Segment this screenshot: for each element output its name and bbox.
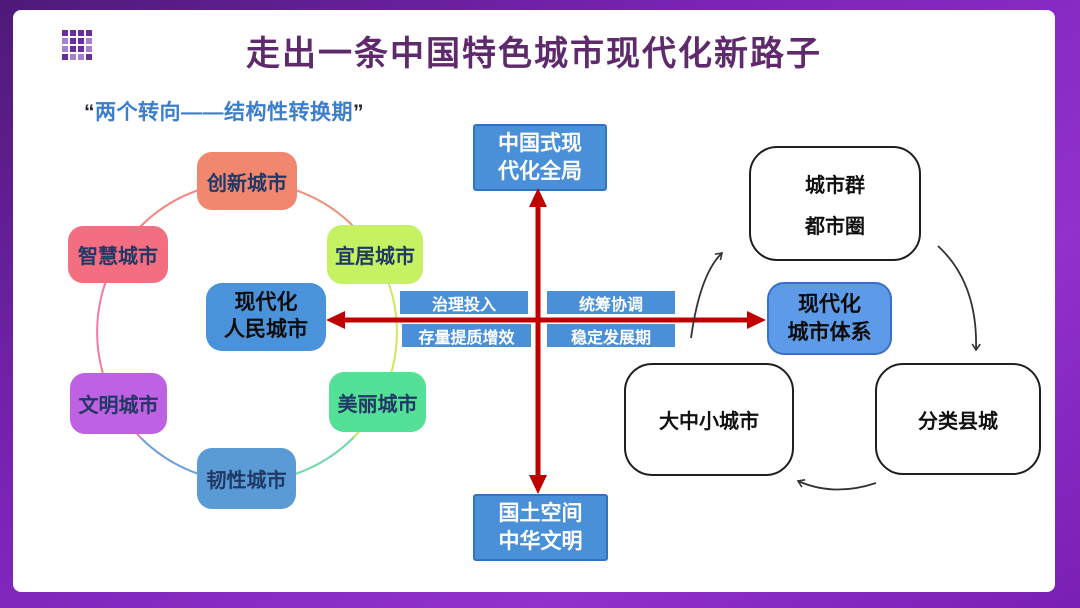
modern-city-system-box: 现代化 城市体系 (767, 282, 892, 355)
city-cluster-box: 城市群 都市圈 (749, 146, 921, 261)
city-cluster-line2: 都市圈 (805, 215, 865, 238)
territory-civilization-line1: 国土空间 (498, 501, 583, 525)
page-title: 走出一条中国特色城市现代化新路子 (246, 35, 822, 73)
chinese-modernization-box: 中国式现 代化全局 (473, 124, 607, 191)
territory-civilization-line2: 中华文明 (498, 529, 583, 553)
smart-city-box: 智慧城市 (68, 226, 168, 283)
beautiful-city-box: 美丽城市 (329, 372, 426, 432)
large-medium-small-cities-box: 大中小城市 (624, 363, 794, 476)
modern-people-city-line1: 现代化 (234, 291, 298, 315)
modern-city-system-line1: 现代化 (798, 293, 861, 317)
classified-county-box: 分类县城 (875, 363, 1041, 475)
modern-people-city-line2: 人民城市 (224, 318, 308, 341)
coordination-label: 统筹协调 (547, 291, 675, 314)
modern-people-city-box: 现代化 人民城市 (206, 283, 326, 351)
stable-development-label: 稳定发展期 (547, 324, 675, 347)
chinese-modernization-line2: 代化全局 (498, 159, 582, 183)
city-cluster-line1: 城市群 (805, 174, 865, 197)
resilient-city-box: 韧性城市 (197, 448, 296, 509)
subtitle-open-quote: “ (84, 101, 95, 124)
grid-dots-logo-icon (62, 30, 92, 60)
subtitle-text: 两个转向——结构性转换期 (95, 101, 353, 124)
governance-input-label: 治理投入 (400, 291, 528, 314)
livable-city-box: 宜居城市 (327, 225, 423, 284)
subtitle-close-quote: ” (353, 101, 364, 124)
chinese-modernization-line1: 中国式现 (498, 131, 582, 155)
stock-quality-upgrade-label: 存量提质增效 (402, 324, 531, 347)
modern-city-system-line2: 城市体系 (787, 320, 872, 344)
subtitle: “两个转向——结构性转换期” (84, 96, 364, 126)
territory-civilization-box: 国土空间 中华文明 (473, 494, 608, 561)
innovation-city-box: 创新城市 (197, 152, 297, 210)
civilized-city-box: 文明城市 (70, 373, 167, 434)
